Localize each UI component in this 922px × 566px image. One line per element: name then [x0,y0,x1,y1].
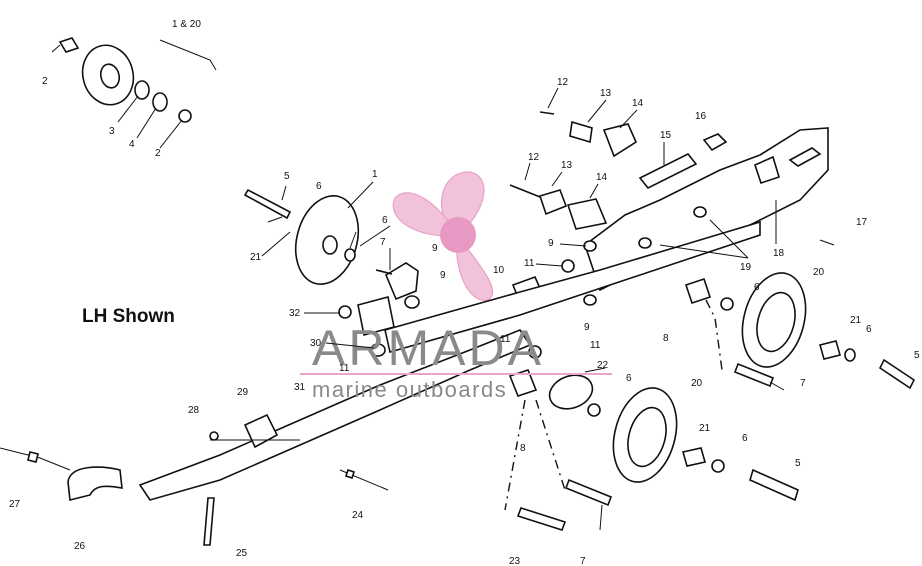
callout: 9 [440,270,446,281]
callout: 1 & 20 [172,19,201,30]
callout: 12 [557,77,569,88]
callout: 6 [742,433,748,444]
callout: 28 [188,405,200,416]
main-rail [384,127,829,354]
callout: 18 [773,248,785,259]
callout: 13 [561,160,573,171]
callout: 26 [74,541,86,552]
callout: 9 [584,322,590,333]
callout: 27 [9,499,21,510]
callout: 21 [699,423,711,434]
callout: 5 [795,458,801,469]
callout: 24 [352,510,364,521]
callout: 7 [380,237,386,248]
callout: 11 [590,340,601,351]
shock-mount-parts [509,111,728,230]
armada-propeller-logo [392,171,494,301]
callout: 22 [597,360,609,371]
callout: 11 [524,258,535,269]
callout: 5 [914,350,920,361]
callout: 6 [866,324,872,335]
leader-lines [261,87,785,531]
callout: 8 [520,443,526,454]
callout-labels: 1 & 20 2 3 4 2 5 6 1 21 6 7 9 9 10 32 30… [9,19,920,566]
callout: 1 [372,169,378,180]
idler-wheel-20-lower [504,369,799,531]
callout: 6 [754,282,760,293]
callout: 7 [800,378,806,389]
callout: 2 [42,76,48,87]
idler-wheel-1 [243,188,360,285]
callout: 21 [850,315,862,326]
callout: 3 [109,126,115,137]
callout: 6 [382,215,388,226]
callout: 13 [600,88,612,99]
callout: 20 [813,267,825,278]
callout: 12 [528,152,540,163]
callout: 9 [432,243,438,254]
callout: 23 [509,556,521,566]
callout: 32 [289,308,301,319]
callout: 30 [310,338,322,349]
centre-hardware [338,259,597,359]
callout: 8 [663,333,669,344]
callout: 17 [856,217,868,228]
callout: 11 [339,363,350,374]
lower-slide-rail [0,329,532,546]
watermark-tagline: marine outboards [312,377,507,402]
callout: 31 [294,382,306,393]
callout: 14 [596,172,608,183]
callout: 7 [580,556,586,566]
callout: 4 [129,139,135,150]
callout: 10 [493,265,505,276]
callout: 15 [660,130,672,141]
callout: 14 [632,98,644,109]
watermark-brand: ARMADA [312,320,544,376]
callout: 11 [500,334,511,345]
armada-watermark: ARMADA marine outboards [300,320,612,402]
callout: 9 [548,238,554,249]
callout: 2 [155,148,161,159]
callout: 5 [284,171,290,182]
idler-exploded-group [51,37,217,149]
idler-wheel-20-upper [684,239,916,390]
callout: 6 [626,373,632,384]
view-label: LH Shown [82,306,175,327]
callout: 16 [695,111,707,122]
callout: 20 [691,378,703,389]
callout: 29 [237,387,249,398]
callout: 19 [740,262,752,273]
callout: 6 [316,181,322,192]
callout: 25 [236,548,248,559]
callout: 21 [250,252,262,263]
